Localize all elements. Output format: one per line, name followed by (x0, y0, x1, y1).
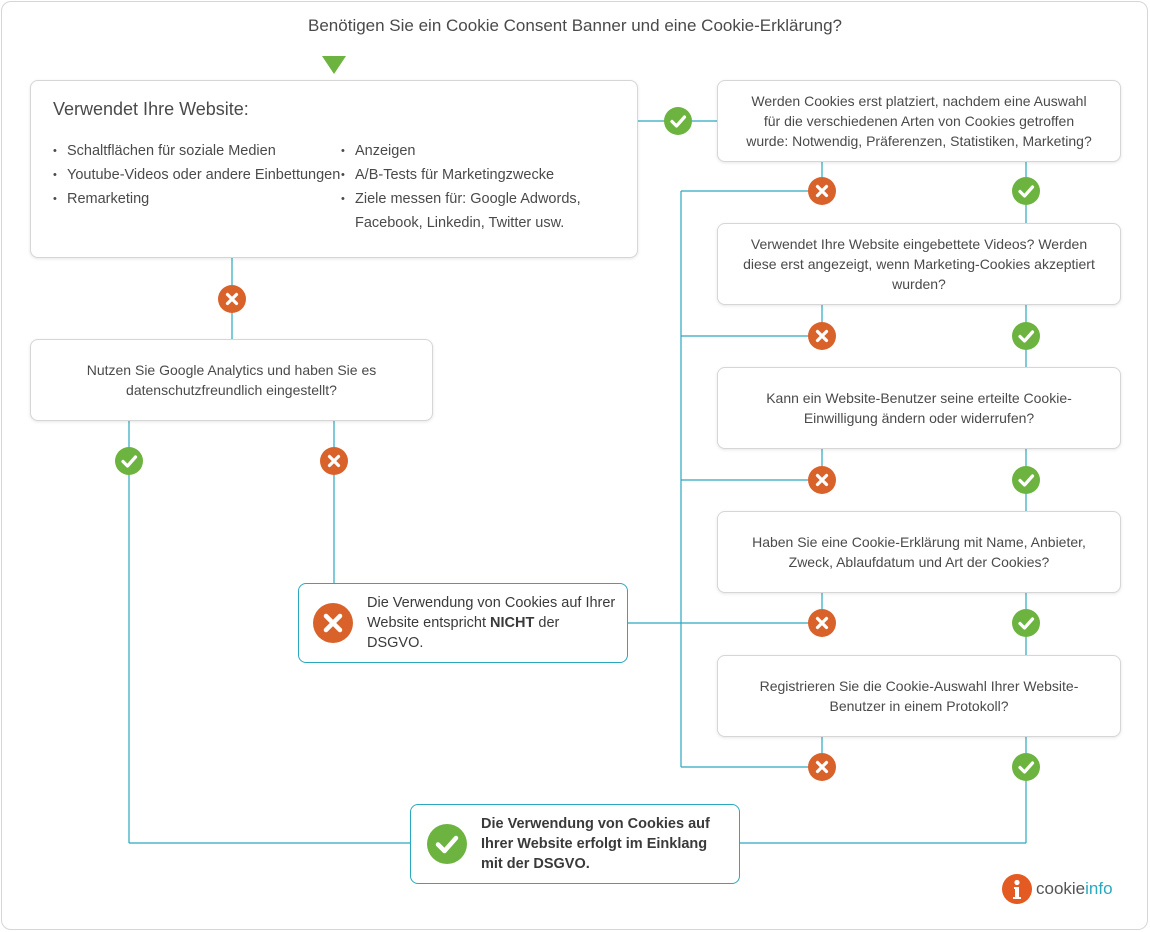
usage-item: Anzeigen (341, 139, 611, 163)
result-not-emphasis: NICHT (490, 615, 535, 631)
question-cookie-declaration: Haben Sie eine Cookie-Erklärung mit Name… (717, 511, 1121, 593)
check-icon (1012, 466, 1040, 494)
check-icon (1012, 177, 1040, 205)
usage-item: A/B-Tests für Marketingzwecke (341, 163, 611, 187)
question-embedded-videos: Verwendet Ihre Website eingebettete Vide… (717, 223, 1121, 305)
usage-item: Ziele messen für: Google Adwords, Facebo… (341, 187, 611, 235)
result-compliant-text: Die Verwendung von Cookies auf Ihrer Web… (481, 816, 710, 872)
usage-item: Youtube-Videos oder andere Einbettungen (53, 163, 341, 187)
check-icon (1012, 753, 1040, 781)
website-usage-heading: Verwendet Ihre Website: (53, 99, 249, 119)
cross-icon (320, 447, 348, 475)
website-usage-box: Verwendet Ihre Website: Schaltflächen fü… (30, 80, 638, 258)
cookieinfo-logo-text: cookieinfo (1036, 879, 1113, 898)
question-cookie-categories: Werden Cookies erst platziert, nachdem e… (717, 80, 1121, 162)
question-consent-log: Registrieren Sie die Cookie-Auswahl Ihre… (717, 655, 1121, 737)
result-not-compliant: Die Verwendung von Cookies auf Ihrer Web… (298, 583, 628, 663)
check-icon (664, 107, 692, 135)
cross-icon (808, 322, 836, 350)
cross-icon (808, 753, 836, 781)
result-not-compliant-text: Die Verwendung von Cookies auf Ihrer Web… (367, 595, 616, 651)
usage-item: Schaltflächen für soziale Medien (53, 139, 341, 163)
check-icon (427, 824, 467, 864)
usage-item: Remarketing (53, 187, 341, 211)
google-analytics-question: Nutzen Sie Google Analytics und haben Si… (30, 339, 433, 421)
diagram-title: Benötigen Sie ein Cookie Consent Banner … (308, 16, 842, 35)
cross-icon (313, 603, 353, 643)
check-icon (115, 447, 143, 475)
check-icon (1012, 609, 1040, 637)
usage-list-left: Schaltflächen für soziale Medien Youtube… (53, 139, 341, 235)
cross-icon (808, 466, 836, 494)
question-consent-withdrawal: Kann ein Website-Benutzer seine erteilte… (717, 367, 1121, 449)
cross-icon (808, 609, 836, 637)
start-triangle-down-icon (322, 56, 346, 74)
cookieinfo-logo-icon (1002, 874, 1032, 904)
usage-list-right: Anzeigen A/B-Tests für Marketingzwecke Z… (341, 139, 611, 235)
result-compliant: Die Verwendung von Cookies auf Ihrer Web… (410, 804, 740, 884)
cookieinfo-logo: cookieinfo (1002, 873, 1122, 905)
cross-icon (808, 177, 836, 205)
cross-icon (218, 285, 246, 313)
check-icon (1012, 322, 1040, 350)
